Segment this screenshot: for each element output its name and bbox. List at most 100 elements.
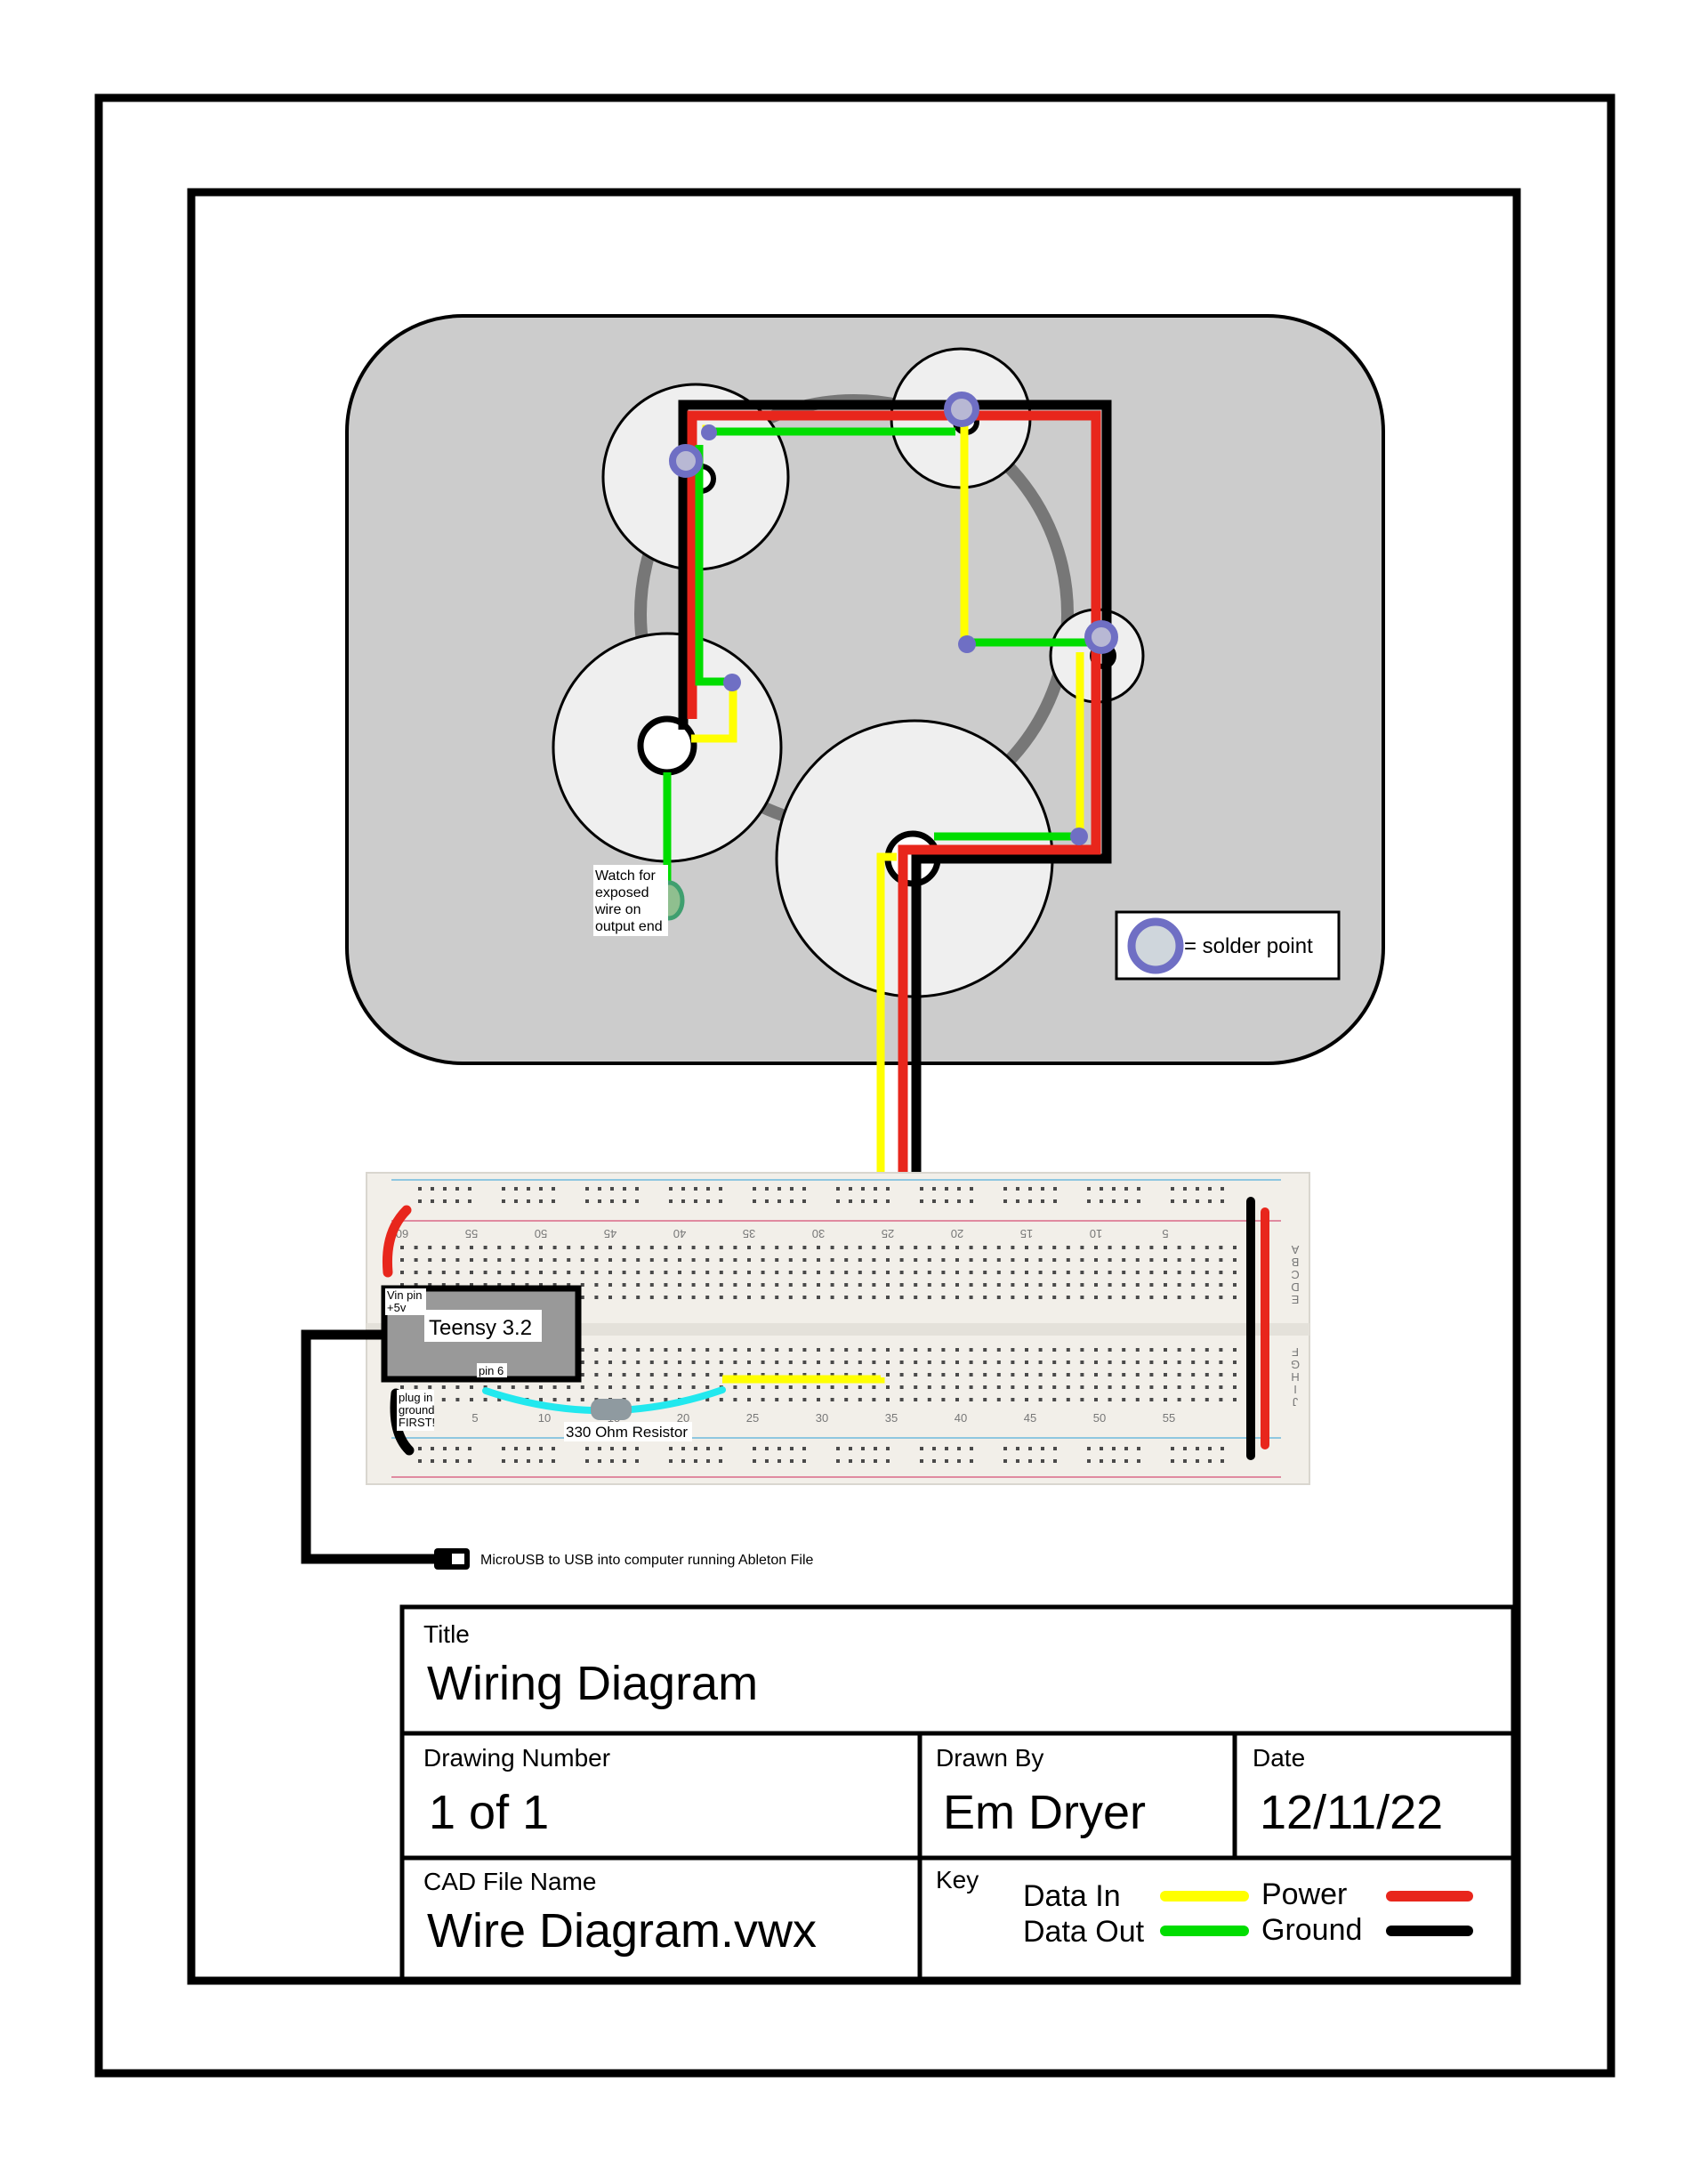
breadboard-hole (608, 1258, 612, 1262)
breadboard-hole (552, 1246, 557, 1249)
breadboard-hole (414, 1385, 418, 1389)
breadboard-hole (1191, 1296, 1196, 1299)
breadboard-hole (455, 1258, 460, 1262)
breadboard-hole (1087, 1459, 1091, 1463)
breadboard-hole (598, 1447, 601, 1450)
breadboard-number: 50 (1093, 1411, 1106, 1425)
breadboard-hole (418, 1199, 422, 1203)
breadboard-hole (955, 1385, 959, 1389)
breadboard-hole (1164, 1348, 1167, 1352)
breadboard-hole (1164, 1361, 1167, 1364)
breadboard-hole (1122, 1271, 1126, 1274)
breadboard-hole (1052, 1296, 1057, 1299)
solder-legend-label: = solder point (1184, 934, 1313, 958)
breadboard-hole (1164, 1296, 1167, 1299)
breadboard-hole (428, 1271, 432, 1274)
breadboard-hole (761, 1283, 765, 1287)
breadboard-hole (594, 1296, 599, 1299)
breadboard-hole (1171, 1199, 1174, 1203)
breadboard-number: 5 (471, 1411, 478, 1425)
key-data-out-label: Data Out (1023, 1915, 1145, 1949)
breadboard-hole (1164, 1398, 1167, 1401)
breadboard-hole (1233, 1258, 1237, 1262)
breadboard-hole (635, 1199, 639, 1203)
breadboard-hole (817, 1246, 820, 1249)
breadboard-hole (580, 1283, 584, 1287)
breadboard-hole (969, 1361, 973, 1364)
breadboard-hole (594, 1271, 599, 1274)
breadboard-hole (649, 1373, 654, 1377)
breadboard-hole (872, 1258, 876, 1262)
breadboard-hole (1108, 1348, 1112, 1352)
breadboard-hole (1025, 1283, 1028, 1287)
breadboard-hole (1100, 1459, 1103, 1463)
breadboard-hole (817, 1385, 820, 1389)
breadboard-hole (511, 1271, 515, 1274)
breadboard-hole (636, 1361, 640, 1364)
breadboard-hole (1208, 1447, 1212, 1450)
breadboard-hole (1135, 1398, 1140, 1401)
breadboard-hole (678, 1385, 681, 1389)
breadboard-hole (719, 1373, 723, 1377)
breadboard-hole (623, 1459, 626, 1463)
breadboard-hole (1191, 1283, 1196, 1287)
breadboard-hole (1038, 1361, 1043, 1364)
breadboard-hole (669, 1199, 673, 1203)
breadboard-hole (1066, 1283, 1070, 1287)
breadboard-hole (830, 1398, 834, 1401)
breadboard-hole (1003, 1447, 1007, 1450)
breadboard-hole (705, 1361, 710, 1364)
breadboard-number: 25 (746, 1411, 759, 1425)
breadboard-hole (525, 1246, 529, 1249)
breadboard-hole (705, 1348, 710, 1352)
breadboard-hole (585, 1199, 589, 1203)
breadboard-hole (497, 1385, 502, 1389)
breadboard-hole (955, 1348, 959, 1352)
svg-text:Watch for exposed: Watch for exposed wire on output end (594, 868, 663, 934)
breadboard-hole (1100, 1187, 1103, 1191)
breadboard-hole (1177, 1385, 1181, 1389)
breadboard-hole (817, 1296, 820, 1299)
breadboard-hole (1122, 1296, 1126, 1299)
breadboard-hole (1053, 1459, 1057, 1463)
breadboard-hole (1066, 1258, 1070, 1262)
breadboard-hole (996, 1361, 1001, 1364)
breadboard-hole (441, 1385, 446, 1389)
breadboard-hole (899, 1385, 904, 1389)
breadboard-hole (552, 1283, 557, 1287)
exposed-wire-note-line2: exposed (595, 885, 649, 900)
breadboard-hole (775, 1258, 779, 1262)
breadboard-hole (1122, 1385, 1126, 1389)
breadboard-hole (874, 1199, 877, 1203)
breadboard-hole (1108, 1246, 1112, 1249)
breadboard-hole (761, 1246, 765, 1249)
svg-text:Vin pin +5v: Vin pin +5v (387, 1288, 425, 1314)
breadboard-hole (1122, 1373, 1126, 1377)
breadboard-hole (1219, 1283, 1223, 1287)
breadboard-hole (497, 1398, 502, 1401)
breadboard-hole (1028, 1199, 1032, 1203)
breadboard-hole (874, 1459, 877, 1463)
breadboard-hole (955, 1258, 959, 1262)
breadboard-hole (1052, 1258, 1057, 1262)
breadboard-hole (941, 1398, 946, 1401)
breadboard-hole (1066, 1373, 1070, 1377)
breadboard-hole (622, 1373, 626, 1377)
breadboard-hole (817, 1348, 820, 1352)
breadboard-hole (886, 1246, 890, 1249)
breadboard-hole (1100, 1199, 1103, 1203)
breadboard-hole (1080, 1398, 1084, 1401)
breadboard-hole (441, 1258, 446, 1262)
breadboard-hole (802, 1271, 807, 1274)
breadboard-hole (514, 1187, 518, 1191)
breadboard-hole (753, 1459, 756, 1463)
breadboard-hole (1066, 1385, 1070, 1389)
breadboard-hole (969, 1385, 973, 1389)
breadboard-hole (580, 1258, 584, 1262)
breadboard-hole (1038, 1373, 1043, 1377)
breadboard-hole (1011, 1246, 1015, 1249)
ground-note-bg (397, 1390, 434, 1431)
breadboard-hole (955, 1271, 959, 1274)
